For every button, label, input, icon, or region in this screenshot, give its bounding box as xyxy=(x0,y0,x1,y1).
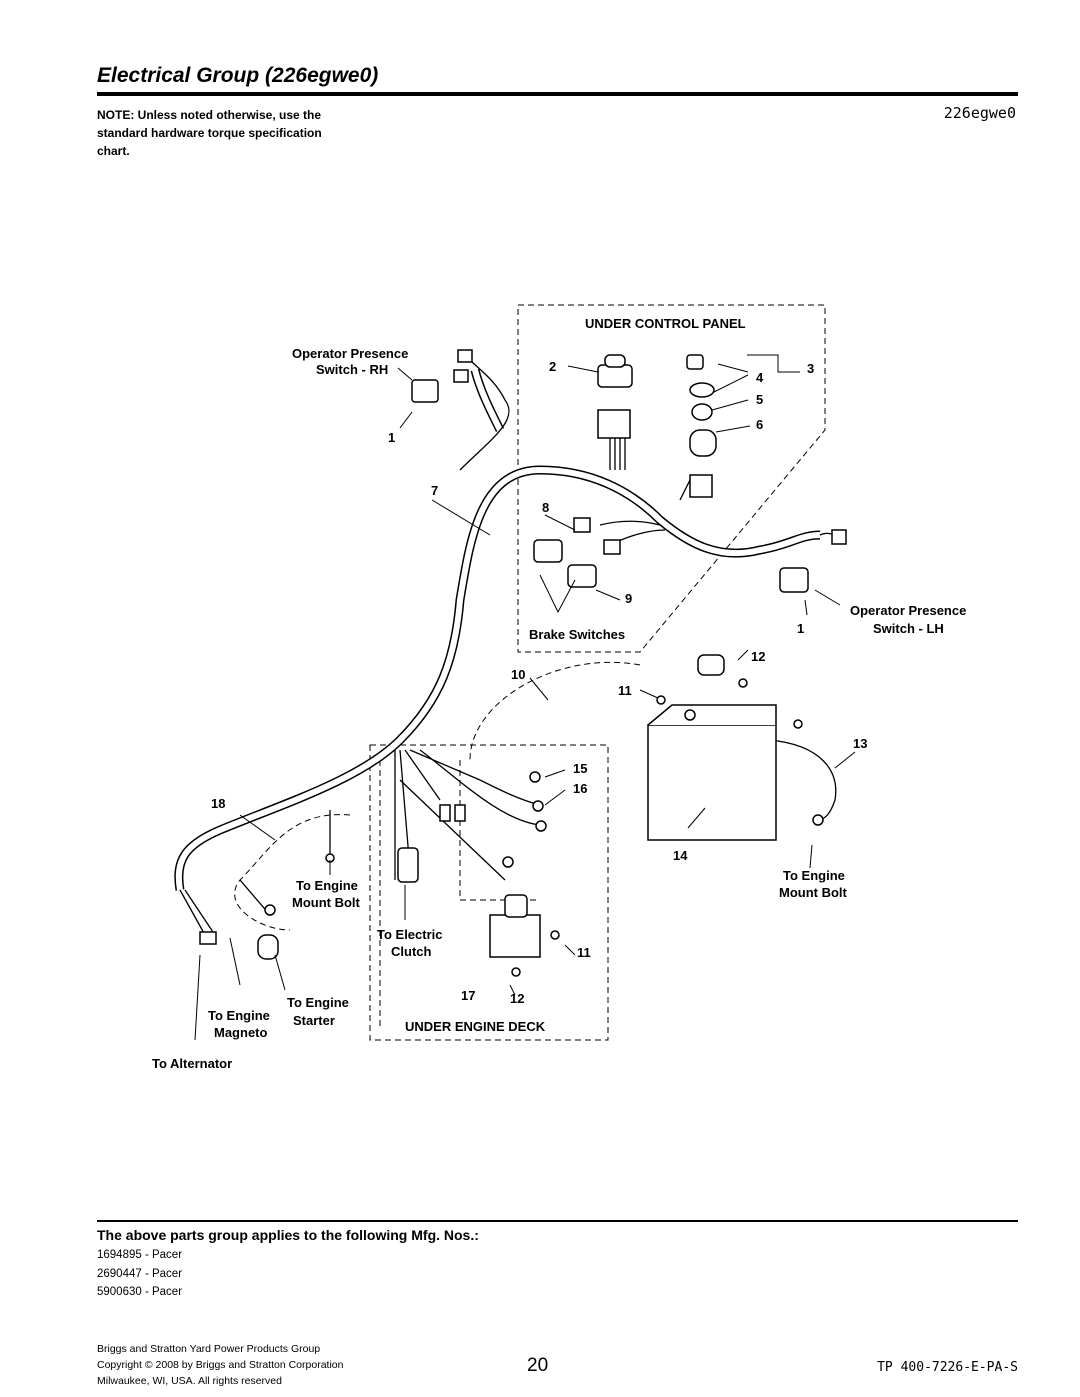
label-engine-starter-1: To Engine xyxy=(287,995,349,1010)
callout-4: 4 xyxy=(756,370,764,385)
title-rule xyxy=(97,92,1018,96)
terminal-boot xyxy=(697,654,725,676)
label-engine-starter-2: Starter xyxy=(293,1013,335,1028)
callout-1-lh: 1 xyxy=(797,621,804,636)
label-under-engine-deck: UNDER ENGINE DECK xyxy=(405,1019,546,1034)
callout-3: 3 xyxy=(807,361,814,376)
callout-6: 6 xyxy=(756,417,763,432)
callout-14: 14 xyxy=(673,848,688,863)
callout-10: 10 xyxy=(511,667,525,682)
callout-18: 18 xyxy=(211,796,225,811)
label-engine-magneto-1: To Engine xyxy=(208,1008,270,1023)
ignition-switch xyxy=(689,429,717,457)
branch-wires xyxy=(179,359,846,936)
brake-switch-2 xyxy=(567,564,597,588)
callout-12-deck: 12 xyxy=(510,991,524,1006)
footer-line: Briggs and Stratton Yard Power Products … xyxy=(97,1343,321,1355)
callout-1: 1 xyxy=(388,430,395,445)
callout-8: 8 xyxy=(542,500,549,515)
footer-line: Copyright © 2008 by Briggs and Stratton … xyxy=(97,1359,344,1371)
key-bezel xyxy=(691,403,713,421)
components xyxy=(199,349,847,977)
label-engine-mount-right-1: To Engine xyxy=(783,868,845,883)
callout-9: 9 xyxy=(625,591,632,606)
callout-2: 2 xyxy=(549,359,556,374)
callout-5: 5 xyxy=(756,392,763,407)
document-code: TP 400-7226-E-PA-S xyxy=(877,1360,1018,1375)
applies-rule xyxy=(97,1220,1018,1222)
label-under-control-panel: UNDER CONTROL PANEL xyxy=(585,316,746,331)
pto-connector xyxy=(597,409,631,439)
clutch-connector xyxy=(397,847,419,883)
page-title: Electrical Group (226egwe0) xyxy=(97,64,379,87)
label-operator-presence-rh-2: Switch - RH xyxy=(316,362,388,377)
pto-switch xyxy=(597,364,633,388)
label-electric-clutch-2: Clutch xyxy=(391,944,432,959)
footer-copyright: Briggs and Stratton Yard Power Products … xyxy=(97,1341,343,1389)
brake-connector xyxy=(573,517,591,533)
callout-11: 11 xyxy=(618,683,632,698)
battery xyxy=(647,724,777,841)
label-operator-presence-lh-1: Operator Presence xyxy=(850,603,966,618)
label-engine-mount-left-2: Mount Bolt xyxy=(292,895,361,910)
operator-switch-rh xyxy=(411,379,439,403)
torque-note: NOTE: Unless noted otherwise, use the st… xyxy=(97,108,322,158)
leader-lines xyxy=(194,354,856,1041)
label-operator-presence-lh-2: Switch - LH xyxy=(873,621,944,636)
label-engine-mount-right-2: Mount Bolt xyxy=(779,885,848,900)
label-to-alternator: To Alternator xyxy=(152,1056,232,1071)
callout-12: 12 xyxy=(751,649,765,664)
callout-15: 15 xyxy=(573,761,587,776)
label-operator-presence-rh-1: Operator Presence xyxy=(292,346,408,361)
label-engine-mount-left-1: To Engine xyxy=(296,878,358,893)
label-brake-switches: Brake Switches xyxy=(529,627,625,642)
brake-switch-1 xyxy=(533,539,563,563)
operator-switch-lh xyxy=(779,567,809,593)
mfg-number-item: 5900630 - Pacer xyxy=(97,1286,183,1298)
callout-7: 7 xyxy=(431,483,438,498)
ignition-key xyxy=(686,354,704,370)
mfg-number-item: 1694895 - Pacer xyxy=(97,1249,183,1261)
callout-16: 16 xyxy=(573,781,587,796)
callout-13: 13 xyxy=(853,736,867,751)
starter-boot xyxy=(257,934,279,960)
page-number: 20 xyxy=(527,1355,549,1376)
ignition-connector xyxy=(689,474,713,498)
label-engine-magneto-2: Magneto xyxy=(214,1025,268,1040)
mfg-number-list: 1694895 - Pacer 2690447 - Pacer 5900630 … xyxy=(97,1246,182,1302)
label-electric-clutch-1: To Electric xyxy=(377,927,443,942)
footer-line: Milwaukee, WI, USA. All rights reserved xyxy=(97,1375,282,1387)
connector-rh xyxy=(457,349,473,363)
mfg-number-item: 2690447 - Pacer xyxy=(97,1267,183,1280)
connector-lh xyxy=(831,529,847,545)
callout-11-deck: 11 xyxy=(577,945,591,960)
group-code: 226egwe0 xyxy=(943,104,1016,122)
magneto-connector xyxy=(199,931,217,945)
starter-solenoid xyxy=(489,914,541,958)
callout-17: 17 xyxy=(461,988,475,1003)
applies-heading: The above parts group applies to the fol… xyxy=(97,1227,479,1243)
key-nut xyxy=(689,382,715,398)
